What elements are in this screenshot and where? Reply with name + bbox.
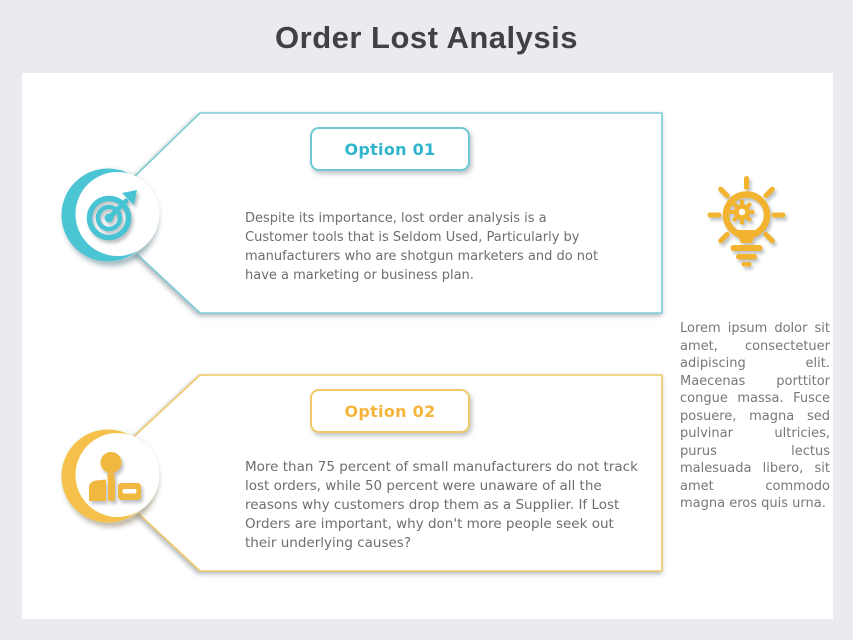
option-02-circle: [61, 429, 160, 523]
slide-title: Order Lost Analysis: [275, 20, 578, 55]
option-01-tag-shape: [94, 112, 663, 314]
content-panel: Option 01 Despite its importance, lost o…: [22, 73, 833, 619]
sidebar-text: Lorem ipsum dolor sit amet, consectetuer…: [680, 321, 830, 511]
option-02-label: Option 02: [344, 401, 436, 421]
option-01-label: Option 01: [344, 139, 436, 159]
circle-inner: [75, 433, 160, 517]
option-01-description: Despite its importance, lost order analy…: [245, 211, 599, 283]
option-02-description: More than 75 percent of small manufactur…: [245, 459, 638, 551]
target-arrow-icon: [86, 190, 137, 241]
option-01-button[interactable]: Option 01: [310, 127, 470, 171]
sidebar-icon-wrap: [707, 176, 786, 267]
businessman-icon: [89, 452, 141, 501]
lightbulb-gear-icon: [707, 176, 786, 267]
option-02-tag-shape: [94, 374, 663, 572]
option-01-circle: [61, 168, 160, 262]
option-02-button[interactable]: Option 02: [310, 389, 470, 433]
